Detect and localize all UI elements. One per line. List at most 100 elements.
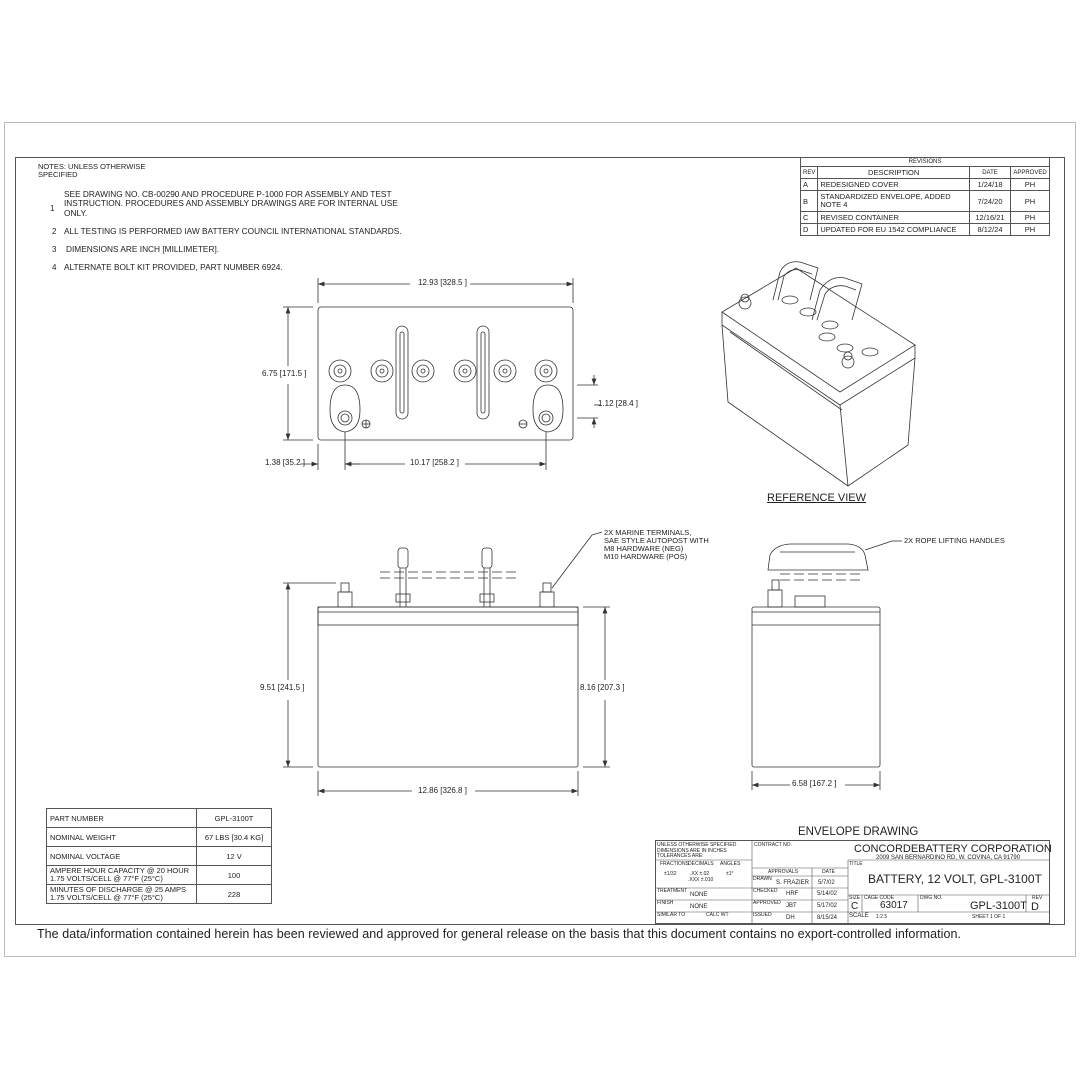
spec-label: MINUTES OF DISCHARGE @ 25 AMPS 1.75 VOLT… [46, 884, 197, 904]
cage-code-value: 63017 [880, 900, 908, 911]
dim-terminal-offset: 1.12 [28.4 ] [598, 399, 639, 408]
angles-value: ±1° [726, 871, 734, 877]
spec-row: AMPERE HOUR CAPACITY @ 20 HOUR 1.75 VOLT… [46, 865, 272, 885]
similar-to-label: SIMILAR TO [657, 912, 686, 918]
spec-label: PART NUMBER [46, 808, 197, 828]
date-label: DATE [822, 869, 835, 875]
note-number-3: 3 [52, 245, 57, 254]
revision-approved: PH [1010, 223, 1050, 236]
reference-view-label: REFERENCE VIEW [767, 492, 867, 504]
spec-label: AMPERE HOUR CAPACITY @ 20 HOUR 1.75 VOLT… [46, 865, 197, 885]
reference-view-isometric [721, 261, 916, 487]
dwg-no-label: DWG NO. [920, 895, 943, 901]
decimals-value-1: .XX ±.02 [690, 871, 710, 877]
dim-side-width: 6.58 [167.2 ] [792, 779, 837, 788]
spec-value: 100 [196, 865, 272, 885]
checked-date: 5/14/02 [817, 891, 838, 897]
company-name: CONCORDEBATTERY CORPORATION [854, 843, 1052, 855]
cage-code-label: CAGE CODE [864, 895, 895, 901]
approved-label: APPROVED [753, 900, 781, 906]
drawing-title: BATTERY, 12 VOLT, GPL-3100T [868, 872, 1042, 886]
rev-value: D [1031, 901, 1039, 913]
sheet-outer-border [4, 122, 1076, 957]
revision-rev: B [799, 190, 819, 212]
finish-value: NONE [690, 904, 708, 910]
note-text-3: DIMENSIONS ARE INCH [MILLIMETER]. [66, 244, 220, 254]
fractions-value: ±1/32 [664, 871, 677, 877]
revision-date: 8/12/24 [969, 223, 1011, 236]
handles-callout: 2X ROPE LIFTING HANDLES [904, 536, 1005, 545]
dim-left-offset: 1.38 [35.2 ] [265, 458, 306, 467]
decimals-value-2: .XXX ±.010 [688, 877, 714, 883]
size-value: C [851, 901, 859, 912]
revision-row: C REVISED CONTAINER 12/16/21 PH [799, 211, 1050, 224]
sheet-inner-border [15, 157, 1065, 925]
export-control-footer: The data/information contained herein ha… [37, 927, 961, 941]
dim-terminal-spacing: 10.17 [258.2 ] [410, 458, 459, 467]
drawn-date: 5/7/02 [818, 880, 835, 886]
revision-row: B STANDARDIZED ENVELOPE, ADDED NOTE 4 7/… [799, 190, 1050, 212]
angles-label: ANGLES [720, 861, 741, 867]
spec-value: 228 [196, 884, 272, 904]
treatment-value: NONE [690, 892, 708, 898]
note-number-2: 2 [52, 227, 57, 236]
note-text-2: ALL TESTING IS PERFORMED IAW BATTERY COU… [64, 226, 402, 236]
drawn-label: DRAWN [753, 876, 772, 882]
dim-top-width: 12.93 [328.5 ] [418, 278, 467, 287]
note-text-4: ALTERNATE BOLT KIT PROVIDED, PART NUMBER… [64, 262, 283, 272]
notes-header: NOTES: UNLESS OTHERWISE SPECIFIED [38, 162, 146, 179]
company-address: 2009 SAN BERNARDINO RD, W. COVINA, CA 91… [876, 855, 1021, 861]
spec-value: 67 LBS [30.4 KG] [196, 827, 272, 847]
spec-value: GPL-3100T [196, 808, 272, 828]
scale-value: 1:2.5 [876, 914, 888, 920]
terminal-callout-line: 2X MARINE TERMINALS, [604, 528, 692, 537]
size-label: SIZE [849, 895, 861, 901]
note-text-1: SEE DRAWING NO. CB-00290 AND PROCEDURE P… [64, 189, 398, 218]
sheet-number: SHEET 1 OF 1 [972, 914, 1006, 920]
dim-case-height: 8.16 [207.3 ] [580, 683, 625, 692]
terminal-callout-line: SAE STYLE AUTOPOST WITH [604, 536, 709, 545]
approvals-label: APPROVALS [768, 869, 798, 875]
finish-label: FINISH [657, 900, 674, 906]
rev-label: REV [1032, 895, 1043, 901]
issued-name: DH [786, 915, 795, 921]
contract-no-label: CONTRACT NO. [754, 842, 792, 848]
decimals-label: DECIMALS [688, 861, 714, 867]
revision-row: D UPDATED FOR EU 1542 COMPLIANCE 8/12/24… [799, 223, 1050, 236]
top-view [283, 278, 600, 470]
title-block-grid [655, 840, 1050, 924]
issued-label: ISSUED [753, 912, 772, 918]
dim-front-height: 9.51 [241.5 ] [260, 683, 305, 692]
spec-label: NOMINAL WEIGHT [46, 827, 197, 847]
terminal-callout-line: M8 HARDWARE (NEG) [604, 544, 684, 553]
revision-rev: D [799, 223, 819, 236]
treatment-label: TREATMENT [657, 888, 688, 894]
title-block [655, 840, 1050, 924]
dwg-no-value: GPL-3100T [970, 900, 1027, 912]
drawn-name: S. FRAZIER [776, 880, 810, 886]
side-view [751, 540, 902, 790]
front-view [283, 531, 610, 796]
revisions-table: REVISIONS REV DESCRIPTION DATE APPROVED … [799, 157, 1050, 236]
terminal-callout-line: M10 HARDWARE (POS) [604, 552, 688, 561]
issued-date: 8/15/24 [817, 915, 838, 921]
spec-value: 12 V [196, 846, 272, 866]
title-label: TITLE [849, 861, 863, 867]
note-number-1: 1 [50, 204, 55, 213]
approved-name: JBT [786, 903, 797, 909]
dim-front-width: 12.86 [326.8 ] [418, 786, 467, 795]
checked-name: HRF [786, 891, 799, 897]
checked-label: CHECKED [753, 888, 778, 894]
note-number-4: 4 [52, 263, 57, 272]
fractions-label: FRACTIONS [660, 861, 689, 867]
dim-top-height: 6.75 [171.5 ] [262, 369, 307, 378]
spec-row: MINUTES OF DISCHARGE @ 25 AMPS 1.75 VOLT… [46, 884, 272, 904]
approved-date: 5/17/02 [817, 903, 838, 909]
spec-label: NOMINAL VOLTAGE [46, 846, 197, 866]
tolerance-note: UNLESS OTHERWISE SPECIFIED DIMENSIONS AR… [657, 842, 737, 859]
